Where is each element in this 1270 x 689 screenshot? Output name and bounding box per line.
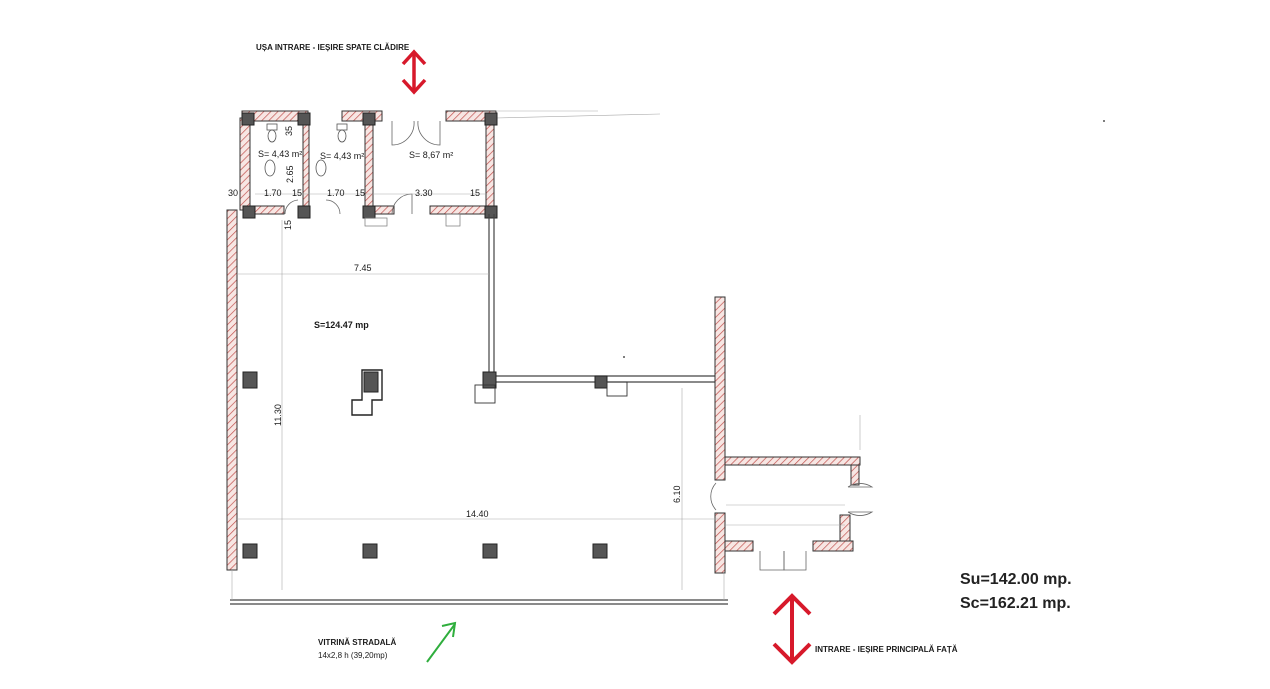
dim-170-a: 1.70 <box>264 188 282 198</box>
dim-15-a: 15 <box>292 188 302 198</box>
dim-35: 35 <box>284 126 294 136</box>
shopfront-size: 14x2,8 h (39,20mp) <box>318 651 388 660</box>
rear-door-label: UȘA INTRARE - IEȘIRE SPATE CLĂDIRE <box>256 43 410 52</box>
area-wc2: S= 4,43 m² <box>320 151 364 161</box>
dim-15-c: 15 <box>470 188 480 198</box>
area-wc1: S= 4,43 m² <box>258 149 302 159</box>
dim-745: 7.45 <box>354 263 372 273</box>
main-entrance-label: INTRARE - IEȘIRE PRINCIPALĂ FAȚĂ <box>815 645 958 654</box>
hall-columns <box>242 369 628 559</box>
dim-1440: 14.40 <box>466 509 489 519</box>
dimension-lines <box>237 193 845 590</box>
dim-30: 30 <box>228 188 238 198</box>
main-hall-walls <box>226 209 861 605</box>
entrance-doors <box>710 482 874 571</box>
main-entrance-arrow-icon <box>772 593 812 665</box>
dim-15-d: 15 <box>283 220 293 230</box>
total-built-area: Sc=162.21 mp. <box>960 595 1071 612</box>
area-main-hall: S=124.47 mp <box>314 320 369 330</box>
total-usable-area: Su=142.00 mp. <box>960 571 1072 588</box>
top-service-walls <box>239 110 661 215</box>
dim-1130: 11.30 <box>273 404 283 426</box>
service-doors <box>284 120 461 227</box>
dim-265: 2.65 <box>285 165 295 183</box>
shopfront-title: VITRINĂ STRADALĂ <box>318 638 396 647</box>
area-storage: S= 8,67 m² <box>409 150 453 160</box>
shopfront-arrow-icon <box>426 621 457 663</box>
dim-330: 3.30 <box>415 188 433 198</box>
rear-door-arrow-icon <box>401 49 427 95</box>
dim-610: 6.10 <box>672 485 682 503</box>
dim-15-b: 15 <box>355 188 365 198</box>
toilet-fixtures <box>264 123 348 177</box>
dim-170-b: 1.70 <box>327 188 345 198</box>
